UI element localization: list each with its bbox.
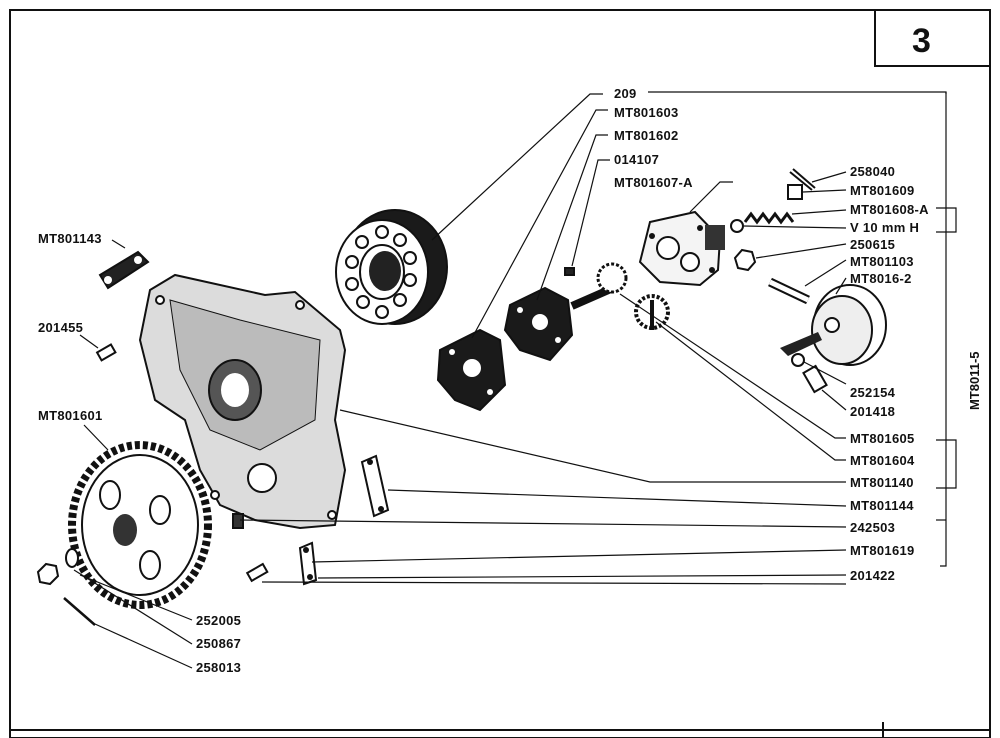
label-242503: 242503 xyxy=(850,520,895,535)
label-mt801140: MT801140 xyxy=(850,475,914,490)
oil-pump-body xyxy=(638,210,725,287)
label-209: 209 xyxy=(614,86,637,101)
label-mt8016-2: MT8016-2 xyxy=(850,271,912,286)
gasket-right xyxy=(503,286,574,362)
nut-250615 xyxy=(733,248,757,272)
cotter-pin-258013 xyxy=(63,597,96,626)
bolt-201418 xyxy=(802,364,828,394)
bolt-201422 xyxy=(245,562,269,583)
relief-spring xyxy=(743,211,795,225)
pump-idler-gear xyxy=(634,294,670,330)
label-014107: 014107 xyxy=(614,152,659,167)
label-mt801103: MT801103 xyxy=(850,254,914,269)
label-201422: 201422 xyxy=(850,568,895,583)
label-mt801609: MT801609 xyxy=(850,183,915,198)
pin-014107 xyxy=(564,267,575,276)
label-252154: 252154 xyxy=(850,385,896,400)
nut-252005 xyxy=(36,562,60,586)
label-mt801601: MT801601 xyxy=(38,408,103,423)
assembly-code: MT8011-5 xyxy=(967,351,982,410)
label-mt801608-a: MT801608-A xyxy=(850,202,929,217)
pump-drive-shaft xyxy=(570,262,628,310)
label-mt801602: MT801602 xyxy=(614,128,679,143)
label-201455: 201455 xyxy=(38,320,83,335)
label-mt801603: MT801603 xyxy=(614,105,679,120)
label-252005: 252005 xyxy=(196,613,241,628)
drive-cover-mt8016-2 xyxy=(780,284,887,366)
page-border xyxy=(9,9,991,738)
timing-housing xyxy=(138,273,347,530)
callout-labels: 209 MT801603 MT801602 014107 MT801607-A … xyxy=(38,86,929,675)
link-plate-mt801144 xyxy=(360,454,390,518)
page-number-box xyxy=(874,10,990,67)
ball-bearing xyxy=(335,209,448,325)
label-201418: 201418 xyxy=(850,404,895,419)
bolt-201455 xyxy=(95,343,117,362)
label-v10-mm-h: V 10 mm H xyxy=(850,220,919,235)
plug-mt801609 xyxy=(787,184,803,200)
link-plate-mt801143 xyxy=(98,250,150,290)
label-mt801619: MT801619 xyxy=(850,543,915,558)
washer-250867 xyxy=(65,548,79,568)
label-mt801144: MT801144 xyxy=(850,498,914,513)
label-250615: 250615 xyxy=(850,237,895,252)
gasket-left xyxy=(436,328,507,412)
label-mt801605: MT801605 xyxy=(850,431,915,446)
assembly-bracket xyxy=(648,91,957,567)
leader-lines xyxy=(73,93,847,669)
label-258040: 258040 xyxy=(850,164,895,179)
page-number: 3 xyxy=(912,22,931,60)
label-258013: 258013 xyxy=(196,660,241,675)
relief-ball xyxy=(730,219,744,233)
link-plate-mt801619 xyxy=(298,541,318,586)
washer-252154 xyxy=(791,353,805,367)
split-pin-258040 xyxy=(789,168,816,191)
label-mt801604: MT801604 xyxy=(850,453,915,468)
label-mt801607-a: MT801607-A xyxy=(614,175,693,190)
dowel-242503 xyxy=(232,513,244,529)
rod-mt801103 xyxy=(768,277,810,305)
label-250867: 250867 xyxy=(196,636,241,651)
label-mt801143: MT801143 xyxy=(38,231,102,246)
timing-gear-mt801601 xyxy=(68,441,212,609)
